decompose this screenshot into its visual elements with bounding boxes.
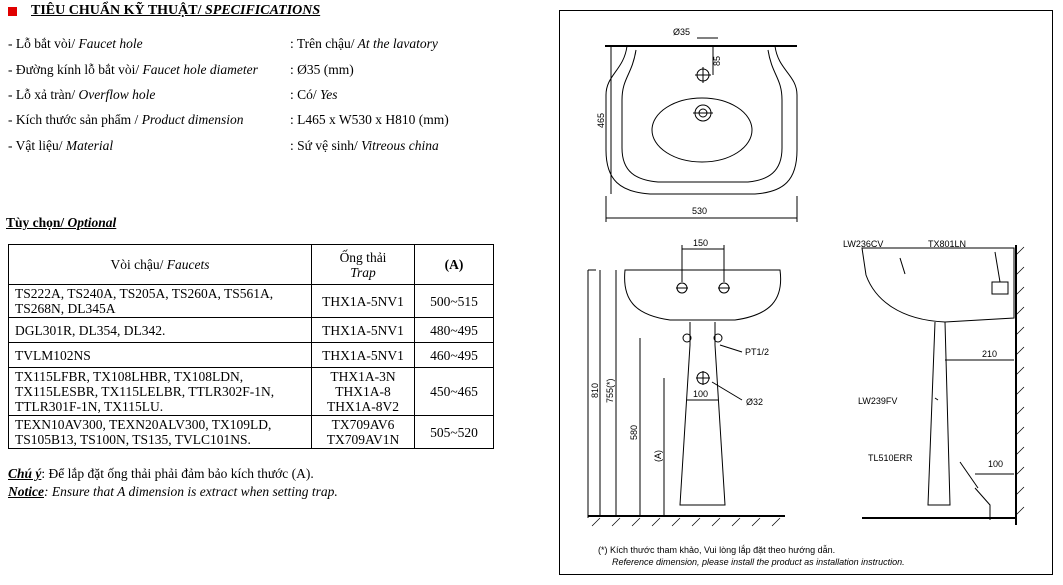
title-vi: TIÊU CHUẨN KỸ THUẬT/ (31, 3, 202, 18)
dim-a: (A) (653, 450, 663, 462)
dim-pt: PT1/2 (745, 347, 769, 357)
red-square-icon (8, 6, 17, 16)
dim-580: 580 (629, 425, 639, 440)
optional-title: Tùy chọn/ Optional (6, 215, 117, 230)
dim-100: 100 (693, 389, 708, 399)
dim-85: 85 (712, 56, 722, 66)
drawing-frame (559, 10, 1053, 575)
title-en: SPECIFICATIONS (201, 3, 321, 18)
table-row: DGL301R, DL354, DL342. THX1A-5NV1 480~49… (8, 317, 494, 343)
table-row: TVLM102NS THX1A-5NV1 460~495 (8, 342, 494, 368)
spec-row: - Vật liệu/ Material : Sứ vệ sinh/ Vitre… (8, 138, 439, 153)
dim-755: 755(*) (605, 378, 615, 403)
note-vi: Chú ý: Để lắp đặt ống thải phải đảm bảo … (8, 466, 314, 481)
table-row: TX115LFBR, TX108LHBR, TX108LDN, TX115LES… (8, 367, 494, 416)
dim-32: Ø32 (746, 397, 763, 407)
dim-530: 530 (692, 206, 707, 216)
dim-210: 210 (982, 349, 997, 359)
footnote-en: Reference dimension, please install the … (612, 557, 905, 567)
footnote-vi: (*) Kích thước tham khảo, Vui lòng lắp đ… (598, 545, 835, 555)
dim-465: 465 (596, 113, 606, 128)
part-lw236cv: LW236CV (843, 239, 883, 249)
spec-row: - Đường kính lỗ bắt vòi/ Faucet hole dia… (8, 62, 354, 77)
part-tx801ln: TX801LN (928, 239, 966, 249)
dim-150: 150 (693, 238, 708, 248)
spec-panel: TIÊU CHUẨN KỸ THUẬT/ SPECIFICATIONS - Lỗ… (6, 3, 494, 499)
section-title: TIÊU CHUẨN KỸ THUẬT/ SPECIFICATIONS (8, 3, 320, 19)
table-row: TS222A, TS240A, TS205A, TS260A, TS561A, … (8, 284, 494, 318)
dim-100b: 100 (988, 459, 1003, 469)
table-row: TEXN10AV300, TEXN20ALV300, TX109LD, TS10… (8, 415, 494, 449)
part-lw239fv: LW239FV (858, 396, 897, 406)
spec-row: - Kích thước sản phẩm / Product dimensio… (8, 112, 449, 127)
spec-row: - Lỗ xả tràn/ Overflow hole : Có/ Yes (8, 87, 338, 102)
part-tl510err: TL510ERR (868, 453, 913, 463)
spec-row: - Lỗ bắt vòi/ Faucet hole : Trên chậu/ A… (8, 36, 438, 51)
note-en: Notice: Ensure that A dimension is extra… (8, 484, 338, 499)
dim-35: Ø35 (673, 27, 690, 37)
dim-810: 810 (590, 383, 600, 398)
